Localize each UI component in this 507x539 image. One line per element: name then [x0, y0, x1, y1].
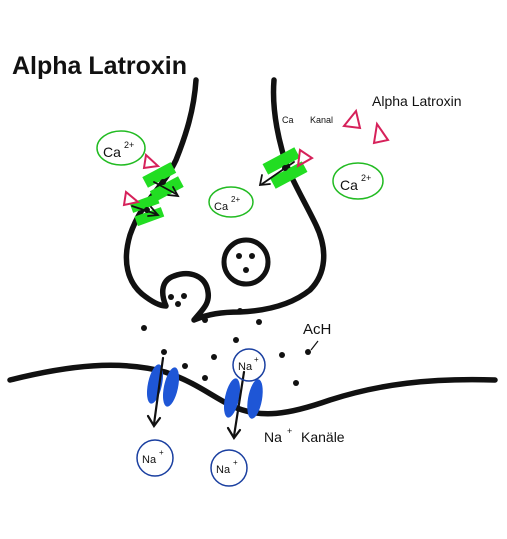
ach-dot	[237, 308, 243, 314]
sodium-channel	[223, 378, 263, 419]
calcium-ion: Ca 2+	[332, 162, 384, 200]
sodium-ion: Na +	[232, 348, 266, 382]
ach-dot	[211, 354, 217, 360]
ion-charge: +	[233, 458, 238, 467]
vesicle-acetylcholine	[236, 253, 255, 273]
diagram-title: Alpha Latroxin	[12, 52, 187, 80]
vesicle-dot	[236, 253, 242, 259]
ion-label: Na	[142, 454, 157, 466]
ion-label: Na	[238, 361, 253, 373]
ion-label: Na	[216, 464, 231, 476]
ach-dot	[175, 301, 181, 307]
vesicle-dot	[243, 267, 249, 273]
vesicle-dot	[249, 253, 255, 259]
toxin-triangle	[296, 148, 314, 168]
arrow	[153, 181, 177, 195]
arrow	[232, 370, 246, 438]
arrow-head	[167, 186, 180, 198]
presynaptic-terminal	[123, 77, 327, 323]
alpha-latroxin-toxins	[122, 108, 390, 207]
na-channel-label-charge: +	[287, 426, 292, 436]
calcium-ions: Ca 2+ Ca 2+ Ca 2+	[96, 130, 384, 218]
synaptic-vesicle	[221, 237, 271, 287]
ion-charge: 2+	[231, 195, 240, 204]
calcium-influx-arrows	[131, 161, 295, 217]
ach-dot	[202, 317, 208, 323]
acetylcholine-molecules	[141, 293, 311, 386]
sodium-ion: Na +	[136, 439, 174, 477]
ach-dot	[279, 352, 285, 358]
ach-dot	[161, 349, 167, 355]
ion-label: Ca	[340, 177, 358, 193]
ach-dot	[305, 349, 311, 355]
sodium-ion: Na +	[210, 449, 248, 487]
ion-label: Ca	[214, 201, 229, 213]
ach-dot	[141, 325, 147, 331]
arrow	[152, 356, 165, 426]
arrow-head	[146, 414, 162, 428]
sodium-ions: Na + Na + Na +	[136, 348, 266, 487]
ion-charge: +	[159, 448, 164, 457]
toxin-triangle	[142, 152, 161, 170]
na-channel-label-kanaele: Kanäle	[301, 429, 345, 445]
ach-dot	[293, 380, 299, 386]
ion-charge: 2+	[124, 140, 134, 150]
arrow-head	[147, 206, 160, 217]
ach-label: AcH	[303, 321, 331, 338]
toxin-triangle	[342, 108, 362, 130]
legend-alpha-latroxin: Alpha Latroxin	[372, 93, 462, 109]
ion-charge: 2+	[361, 173, 371, 183]
na-channel-label-na: Na	[264, 429, 282, 445]
arrow	[261, 161, 295, 185]
toxin-triangle	[372, 121, 390, 145]
presynaptic-membrane-left	[123, 77, 327, 323]
calcium-ion: Ca 2+	[96, 130, 146, 166]
ion-label: Ca	[103, 144, 121, 160]
ca-channel-label-ca: Ca	[282, 115, 294, 125]
toxin-triangle	[122, 190, 141, 207]
arrow-head	[258, 174, 271, 187]
ach-dot	[202, 375, 208, 381]
ca-channel-label-kanal: Kanal	[310, 115, 333, 125]
ach-dot	[168, 294, 174, 300]
ach-dot	[233, 337, 239, 343]
sodium-influx-arrows	[146, 356, 246, 440]
calcium-ion: Ca 2+	[208, 186, 254, 218]
ach-dot	[182, 363, 188, 369]
arrow	[131, 205, 157, 215]
ion-charge: +	[254, 355, 259, 364]
arrow-head	[226, 426, 242, 440]
ach-pointer	[310, 340, 319, 351]
ach-dot	[181, 293, 187, 299]
ach-dot	[256, 319, 262, 325]
